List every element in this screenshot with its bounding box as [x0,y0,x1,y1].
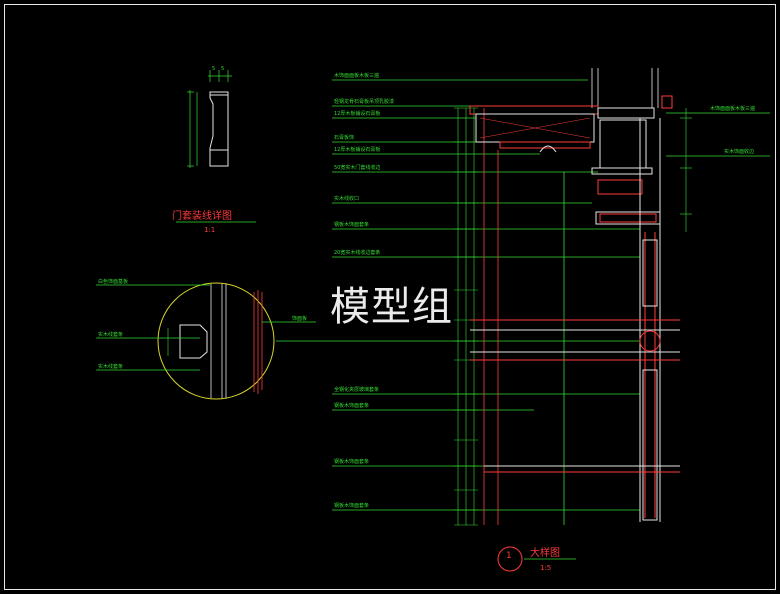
section-label-9: 20宽实木线收边套条 [334,250,381,256]
section-label-13: 钢板木饰面套条 [334,503,370,509]
section-label-12: 钢板木饰面套条 [334,459,370,465]
section-label-1: 木饰面面板木板三遍 [334,73,380,79]
section-label-10: 全钢化夹层玻璃套条 [334,387,380,393]
section-label-2: 轻钢龙骨石膏板吊顶乳胶漆 [334,99,395,105]
profile-dim-1: 5 [212,66,216,72]
profile-detail-title: 门套装线详图 [172,211,232,222]
section-label-7: 实木线收口 [334,196,360,202]
circle-right-label: 饰面板 [292,316,308,322]
section-guides [483,68,659,525]
door-leaf [470,118,680,522]
drawing-frame [4,4,776,590]
circle-detail [157,282,275,400]
section-right-label-2: 实木饰面收边 [724,149,755,155]
profile-dimensions [187,70,232,168]
circle-callout-2: 实木线套条 [98,332,124,338]
section-label-6: 50宽实木门套线收边 [334,165,381,171]
section-right-label-1: 木饰面面板木板三遍 [710,106,756,112]
section-label-11: 钢板木饰面套条 [334,403,370,409]
watermark: 模型组 [330,284,453,330]
section-detail-title: 大样图 [530,548,560,559]
dimension-chain-left [454,107,478,526]
section-label-3: 12厚木板铺设石膏板 [334,111,381,117]
ceiling-header [469,95,673,225]
circle-callout-3: 实木线套条 [98,364,124,370]
dimension-chain-right [680,108,692,232]
profile-detail-scale: 1:1 [204,226,216,234]
profile-dim-2: 5 [221,66,225,72]
section-label-8: 钢板木饰面套条 [334,222,370,228]
section-label-5: 12厚木板铺设石膏板 [334,147,381,153]
circle-callout-1: 白色饰面基板 [98,279,129,285]
section-detail-scale: 1:5 [540,564,552,572]
section-label-4: 石膏板饰 [334,135,355,141]
door-trim-profile [209,91,229,167]
section-title-marker [497,546,576,572]
section-number: 1 [506,551,512,561]
